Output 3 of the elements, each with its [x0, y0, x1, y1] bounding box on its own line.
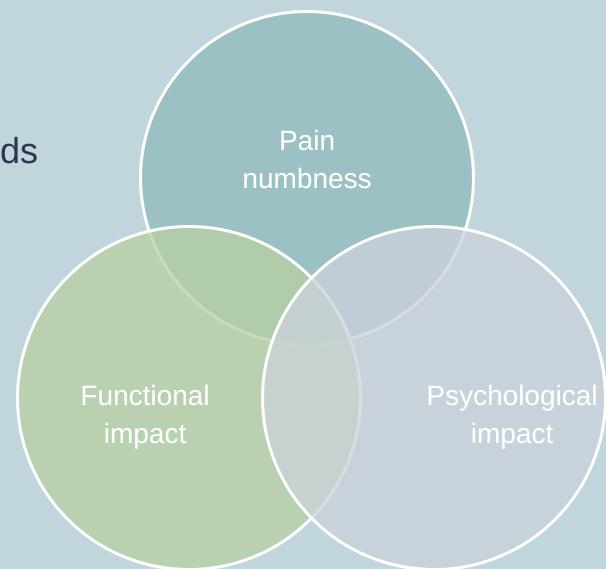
circle-label: Pain numbness: [241, 124, 373, 196]
note-text: ds: [0, 130, 38, 172]
circle-label: Functional impact: [79, 379, 211, 451]
